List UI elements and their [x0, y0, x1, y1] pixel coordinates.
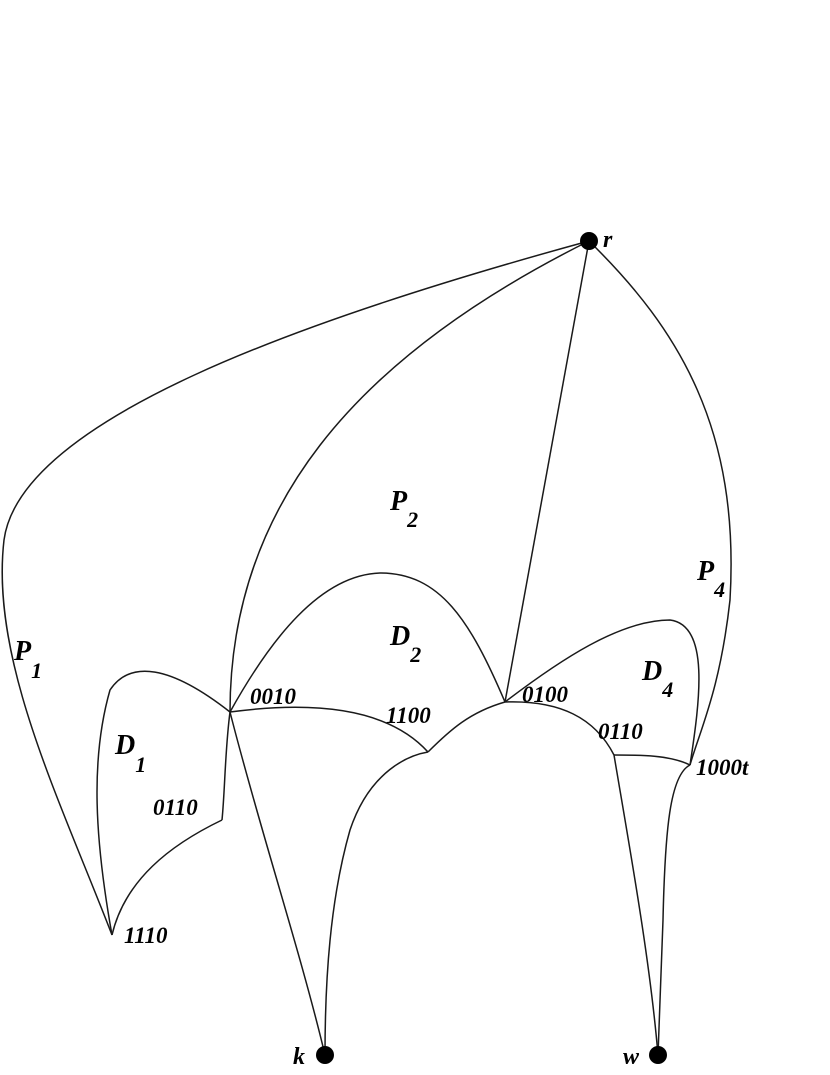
face-d2-letter: D	[389, 621, 410, 652]
edge-0110-w	[613, 754, 659, 1056]
code-1110-label: 1110	[124, 923, 168, 948]
edge-0110-0010	[221, 711, 231, 821]
edge-r-1000t	[588, 240, 732, 766]
edge-1110-0110	[111, 819, 223, 936]
code-0010-label: 0010	[250, 684, 297, 709]
code-1000t-label: 1000t	[696, 755, 749, 780]
vertex-r-dot	[580, 232, 598, 250]
face-p1-label: P1	[13, 636, 42, 683]
code-0110-left-label: 0110	[153, 795, 198, 820]
face-p2-letter: P	[389, 486, 408, 517]
face-labels: P1 P2 P4 D1 D2 D4	[13, 486, 725, 777]
face-p4-letter: P	[696, 556, 715, 587]
edge-r-0100	[504, 240, 590, 703]
edge-d2-top	[229, 572, 506, 713]
edge-1000t-w	[657, 764, 691, 1056]
face-d2-sub: 2	[409, 642, 421, 667]
vertex-k-dot	[316, 1046, 334, 1064]
code-labels: 0010 1100 0100 0110 0110 1110 1000t	[124, 682, 749, 948]
vertices	[316, 232, 667, 1064]
face-p1-sub: 1	[31, 658, 42, 683]
vertex-w-label: w	[623, 1044, 640, 1070]
face-d2-label: D2	[389, 621, 421, 667]
face-p2-sub: 2	[406, 507, 418, 532]
vertex-r-label: r	[603, 227, 613, 253]
code-1100-label: 1100	[386, 703, 431, 728]
face-p1-letter: P	[13, 636, 32, 667]
face-d1-sub: 1	[135, 752, 146, 777]
edge-d1-left	[96, 670, 231, 936]
edge-r-0010	[229, 240, 590, 713]
code-0110-right-label: 0110	[598, 719, 643, 744]
vertex-labels: r k w	[293, 227, 640, 1070]
vertex-k-label: k	[293, 1044, 305, 1070]
edge-1100-k	[324, 751, 429, 1056]
face-d1-label: D1	[114, 730, 146, 777]
face-d4-sub: 4	[661, 677, 673, 702]
edge-1100-0100	[427, 701, 506, 753]
code-0100-label: 0100	[522, 682, 569, 707]
face-p4-sub: 4	[713, 577, 725, 602]
edge-0110-1000t	[613, 754, 691, 766]
vertex-w-dot	[649, 1046, 667, 1064]
edge-0010-1100	[229, 706, 429, 753]
edge-d4-top	[504, 619, 700, 766]
face-p4-label: P4	[696, 556, 725, 602]
edge-0010-k	[229, 711, 326, 1056]
edges	[1, 240, 732, 1056]
face-d1-letter: D	[114, 730, 135, 761]
edge-r-1110-outer	[1, 240, 590, 936]
face-d4-letter: D	[641, 656, 662, 687]
edge-0100-0110	[504, 701, 615, 756]
face-p2-label: P2	[389, 486, 418, 532]
face-d4-label: D4	[641, 656, 673, 702]
